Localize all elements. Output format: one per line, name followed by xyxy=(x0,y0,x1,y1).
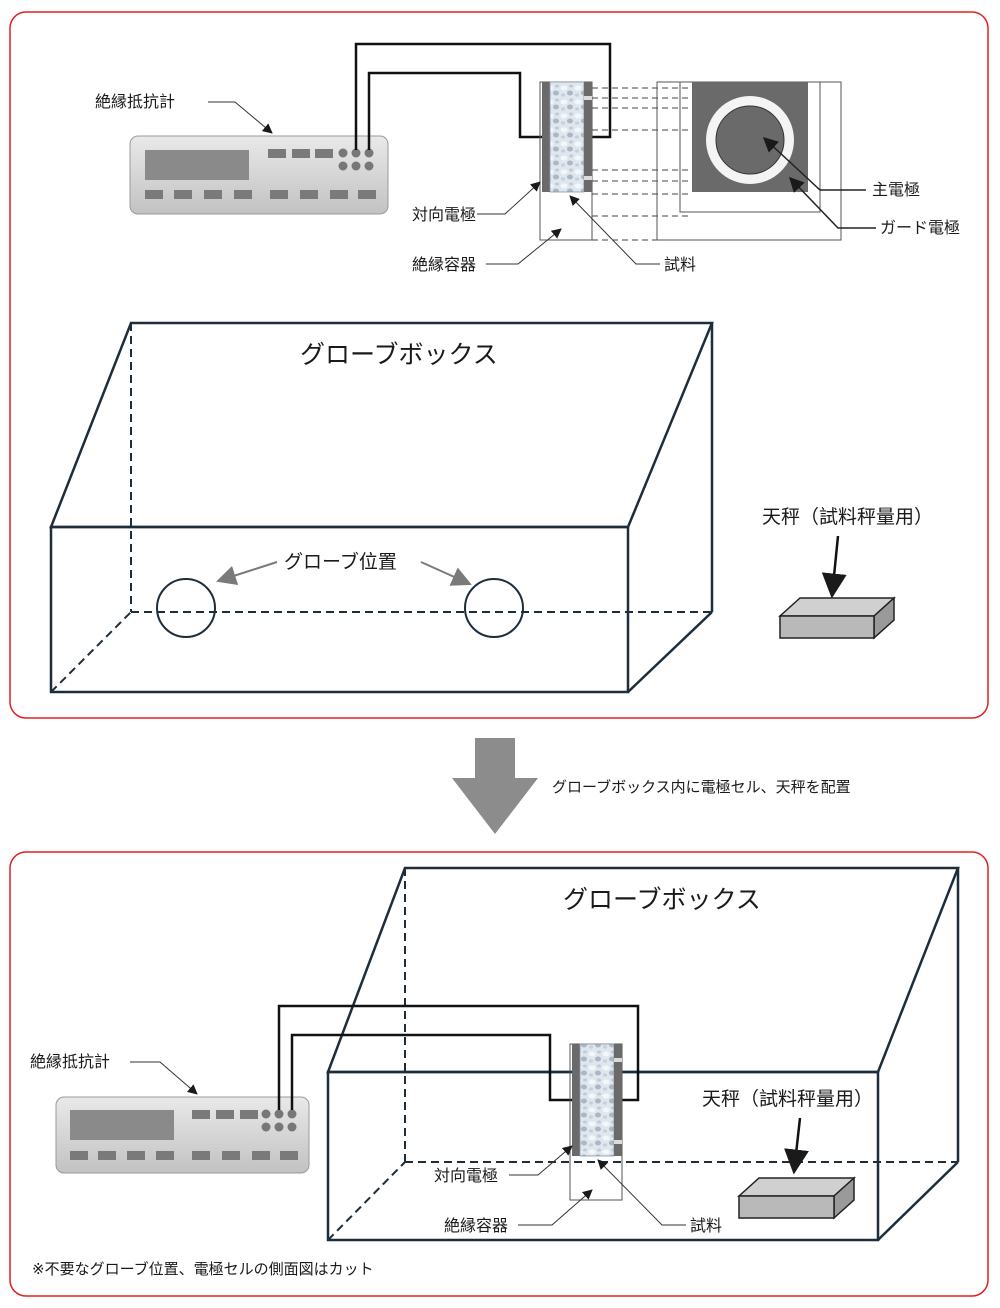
sample-label-top: 試料 xyxy=(664,255,696,274)
counter-electrode-leader-bottom xyxy=(509,1145,573,1176)
meter-label-top: 絶縁抵抗計 xyxy=(95,92,175,111)
balance-arrow-bottom xyxy=(784,1117,809,1175)
insulation-resistance-meter-top xyxy=(129,135,389,215)
guard-electrode-label-top: ガード電極 xyxy=(880,218,960,237)
insulating-container-leader-top xyxy=(486,228,562,265)
top-panel-frame xyxy=(9,11,989,719)
insulating-container-label-top: 絶縁容器 xyxy=(412,255,476,274)
counter-electrode-label-top: 対向電極 xyxy=(412,205,476,224)
insulating-container-leader-bottom xyxy=(518,1189,593,1226)
balance-top xyxy=(778,596,896,640)
sample-leader-bottom xyxy=(597,1159,686,1226)
balance-arrow-top xyxy=(821,535,847,599)
guard-electrode-leader-top xyxy=(788,176,876,229)
bottom-panel-frame xyxy=(9,851,989,1297)
electrode-cell-front-top xyxy=(656,81,842,241)
glove-port-right xyxy=(464,578,524,638)
meter-leader-top xyxy=(208,101,273,134)
wire-outer-top xyxy=(354,42,612,150)
glovebox-bottom xyxy=(326,866,960,1242)
electrode-cell-side-top xyxy=(539,81,593,241)
bottom-note: ※不要なグローブ位置、電極セルの側面図はカット xyxy=(32,1260,374,1278)
glove-arrow-right xyxy=(420,561,472,586)
balance-label-bottom: 天秤（試料秤量用） xyxy=(702,1088,873,1110)
counter-electrode-label-bottom: 対向電極 xyxy=(434,1166,498,1185)
counter-electrode-leader-top xyxy=(477,181,541,215)
glovebox-label-bottom: グローブボックス xyxy=(563,885,761,914)
wire-inner-top xyxy=(367,71,542,150)
sample-label-bottom: 試料 xyxy=(690,1216,722,1235)
glove-position-label: グローブ位置 xyxy=(284,550,397,573)
glove-port-left xyxy=(156,578,216,638)
meter-label-bottom: 絶縁抵抗計 xyxy=(30,1052,110,1071)
main-electrode-leader-top xyxy=(762,136,866,191)
transition-caption: グローブボックス内に電極セル、天秤を配置 xyxy=(552,778,851,796)
meter-leader-bottom xyxy=(130,1061,198,1095)
glovebox-label-top: グローブボックス xyxy=(300,340,498,369)
wire-outer-bottom xyxy=(277,1004,640,1110)
electrode-cell-side-bottom xyxy=(569,1043,623,1201)
projection-lines-top xyxy=(592,87,692,241)
balance-bottom xyxy=(737,1176,856,1220)
glovebox-top xyxy=(49,321,714,694)
insulation-resistance-meter-bottom xyxy=(55,1096,310,1174)
balance-label-top: 天秤（試料秤量用） xyxy=(762,506,933,528)
glove-arrow-left xyxy=(216,561,278,586)
insulating-container-label-bottom: 絶縁容器 xyxy=(444,1216,508,1235)
wire-inner-bottom xyxy=(290,1033,572,1110)
main-electrode-label-top: 主電極 xyxy=(872,180,920,199)
transition-arrow xyxy=(452,738,538,834)
sample-leader-top xyxy=(569,195,660,265)
